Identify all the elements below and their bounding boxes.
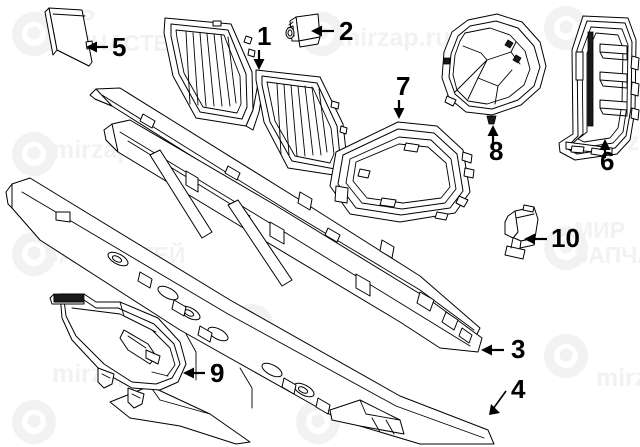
callout-number-7: 7 — [396, 71, 410, 101]
callout-10-bracket[interactable]: 10 — [524, 223, 580, 253]
callout-arrow-head — [253, 59, 265, 70]
callout-number-10: 10 — [551, 223, 580, 253]
callout-arrow-head — [487, 125, 499, 136]
part-4-lower-panel — [5, 177, 495, 445]
callout-number-2: 2 — [339, 16, 353, 46]
callout-arrow-head — [311, 25, 322, 37]
callout-number-3: 3 — [511, 334, 525, 364]
part-3-carrier-beam — [89, 87, 483, 353]
callout-1-radiator-grille[interactable]: 1 — [253, 21, 272, 70]
callout-arrow-head — [524, 233, 535, 245]
callout-number-6: 6 — [600, 146, 614, 176]
callout-arrow-head — [481, 344, 492, 356]
callout-9-fog-lamp-trim[interactable]: 9 — [183, 358, 224, 388]
part-10-bracket — [504, 204, 539, 260]
callout-2-sensor[interactable]: 2 — [311, 16, 353, 46]
callout-leader-line — [492, 390, 507, 410]
callout-layer: 1 2 3 4 5 6 7 8 9 10 — [86, 16, 614, 415]
part-2-sensor-module — [285, 13, 321, 48]
callout-4-lower-panel[interactable]: 4 — [489, 374, 526, 415]
part-8-air-duct-cover — [441, 13, 547, 125]
part-6-side-air-duct — [558, 15, 640, 161]
location-pin-logo — [12, 400, 56, 445]
part-9-fog-lamp-trim — [49, 293, 187, 409]
callout-arrow-head — [86, 41, 97, 53]
watermark-brand-text: ЗАПЧАСТЕЙ — [574, 241, 640, 268]
callout-number-5: 5 — [112, 32, 126, 62]
callout-arrow-head — [393, 108, 405, 119]
part-5-cover-flap — [44, 7, 94, 67]
location-pin-logo — [12, 132, 56, 177]
callout-number-1: 1 — [257, 21, 271, 51]
location-pin-logo — [544, 226, 588, 271]
watermark-site-text: mirzap.ru — [596, 364, 640, 392]
callout-6-side-air-duct[interactable]: 6 — [599, 139, 615, 176]
callout-7-trim-bezel[interactable]: 7 — [393, 71, 411, 119]
parts-layer — [5, 7, 640, 445]
callout-5-cover-flap[interactable]: 5 — [86, 32, 126, 62]
watermark-brand-text: МИР — [574, 217, 625, 243]
part-7-trim-bezel — [329, 121, 475, 223]
callout-number-4: 4 — [511, 374, 526, 404]
callout-arrow-head — [489, 404, 500, 415]
watermark-site-text: mirzap.ru — [338, 24, 451, 52]
location-pin-logo — [12, 12, 56, 57]
callout-3-carrier-beam[interactable]: 3 — [481, 334, 525, 364]
callout-arrow-head — [183, 367, 194, 379]
part-1-radiator-grille — [163, 17, 348, 177]
location-pin-logo — [544, 334, 588, 379]
callout-8-air-duct-cover[interactable]: 8 — [487, 125, 504, 166]
callout-number-8: 8 — [489, 136, 503, 166]
callout-arrow-head — [599, 139, 611, 150]
callout-number-9: 9 — [210, 358, 224, 388]
